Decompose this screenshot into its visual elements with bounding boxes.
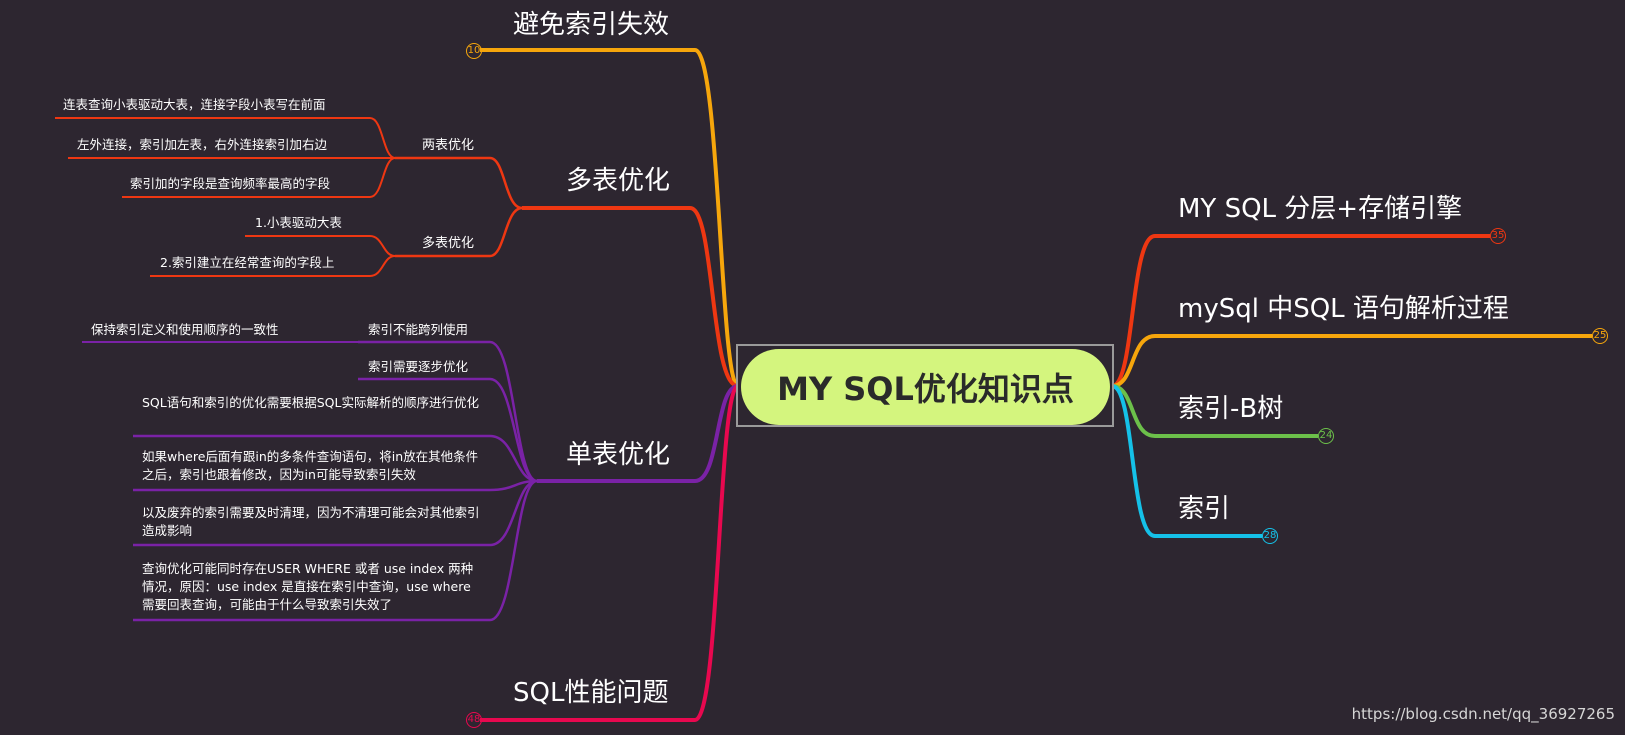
link-two-table-leaf-1 (55, 117, 396, 159)
link-layered (1111, 234, 1490, 388)
leaf-two-table-1[interactable]: 连表查询小表驱动大表，连接字段小表写在前面 (63, 97, 326, 112)
leaf-two-table-3[interactable]: 索引加的字段是查询频率最高的字段 (130, 176, 331, 191)
root-selection-frame (736, 344, 1114, 427)
node-parse[interactable]: mySql 中SQL 语句解析过程 (1178, 294, 1509, 324)
link-two-table-leaf-3 (122, 157, 396, 198)
leaf-two-table-2[interactable]: 左外连接，索引加左表，右外连接索引加右边 (77, 137, 328, 152)
link-many-table-leaf-2 (150, 255, 396, 277)
node-btree[interactable]: 索引-B树 (1178, 394, 1284, 424)
link-btree (1111, 384, 1318, 438)
count-badge-avoid-index-fail[interactable]: 10 (466, 43, 482, 59)
count-badge-btree[interactable]: 24 (1318, 428, 1334, 444)
count-badge-sql-perf[interactable]: 48 (466, 712, 482, 728)
leaf-single-1[interactable]: 索引不能跨列使用 (368, 322, 469, 337)
leaf-single-5[interactable]: 以及废弃的索引需要及时清理，因为不清理可能会对其他索引造成影响 (142, 505, 480, 538)
count-badge-index[interactable]: 28 (1262, 528, 1278, 544)
leaf-single-4[interactable]: 如果where后面有跟in的多条件查询语句，将in放在其他条件之后，索引也跟着修… (142, 449, 479, 482)
count-badge-parse[interactable]: 25 (1592, 328, 1608, 344)
node-avoid-index-fail[interactable]: 避免索引失效 (513, 10, 670, 40)
count-badge-layered[interactable]: 35 (1490, 228, 1506, 244)
subleaf-single-1[interactable]: 保持索引定义和使用顺序的一致性 (91, 322, 279, 337)
link-multi-table (522, 206, 739, 388)
link-sql-perf (480, 384, 740, 722)
leaf-single-3[interactable]: SQL语句和索引的优化需要根据SQL实际解析的顺序进行优化 (142, 395, 479, 410)
node-multi-table[interactable]: 多表优化 (566, 166, 671, 196)
root-label: MY SQL优化知识点 (777, 370, 1074, 408)
link-parse (1111, 334, 1592, 388)
node-many-table[interactable]: 多表优化 (422, 236, 475, 251)
leaf-many-table-2[interactable]: 2.索引建立在经常查询的字段上 (160, 255, 335, 270)
node-sql-perf[interactable]: SQL性能问题 (513, 678, 669, 708)
link-single-table (537, 384, 739, 483)
link-many-table-leaf-1 (245, 235, 396, 257)
link-single-leaf-4 (133, 479, 538, 492)
node-two-table[interactable]: 两表优化 (422, 138, 475, 153)
leaf-single-6[interactable]: 查询优化可能同时存在USER WHERE 或者 use index 两种情况，原… (142, 561, 474, 612)
link-index (1111, 384, 1262, 538)
link-avoid-index-fail (480, 48, 740, 388)
root-node[interactable]: MY SQL优化知识点 (741, 349, 1110, 425)
watermark: https://blog.csdn.net/qq_36927265 (1351, 705, 1615, 723)
link-single-leaf-3 (133, 434, 538, 483)
link-single-leaf-2 (358, 377, 538, 483)
link-single-leaf-6 (133, 479, 538, 622)
leaf-many-table-1[interactable]: 1.小表驱动大表 (255, 215, 342, 230)
link-two-table (395, 156, 523, 210)
link-many-table (395, 206, 523, 258)
leaf-single-2[interactable]: 索引需要逐步优化 (368, 359, 469, 374)
node-layered[interactable]: MY SQL 分层+存储引擎 (1178, 194, 1463, 224)
link-single-leaf-5 (133, 479, 538, 547)
node-single-table[interactable]: 单表优化 (566, 440, 671, 470)
node-index[interactable]: 索引 (1178, 494, 1231, 524)
